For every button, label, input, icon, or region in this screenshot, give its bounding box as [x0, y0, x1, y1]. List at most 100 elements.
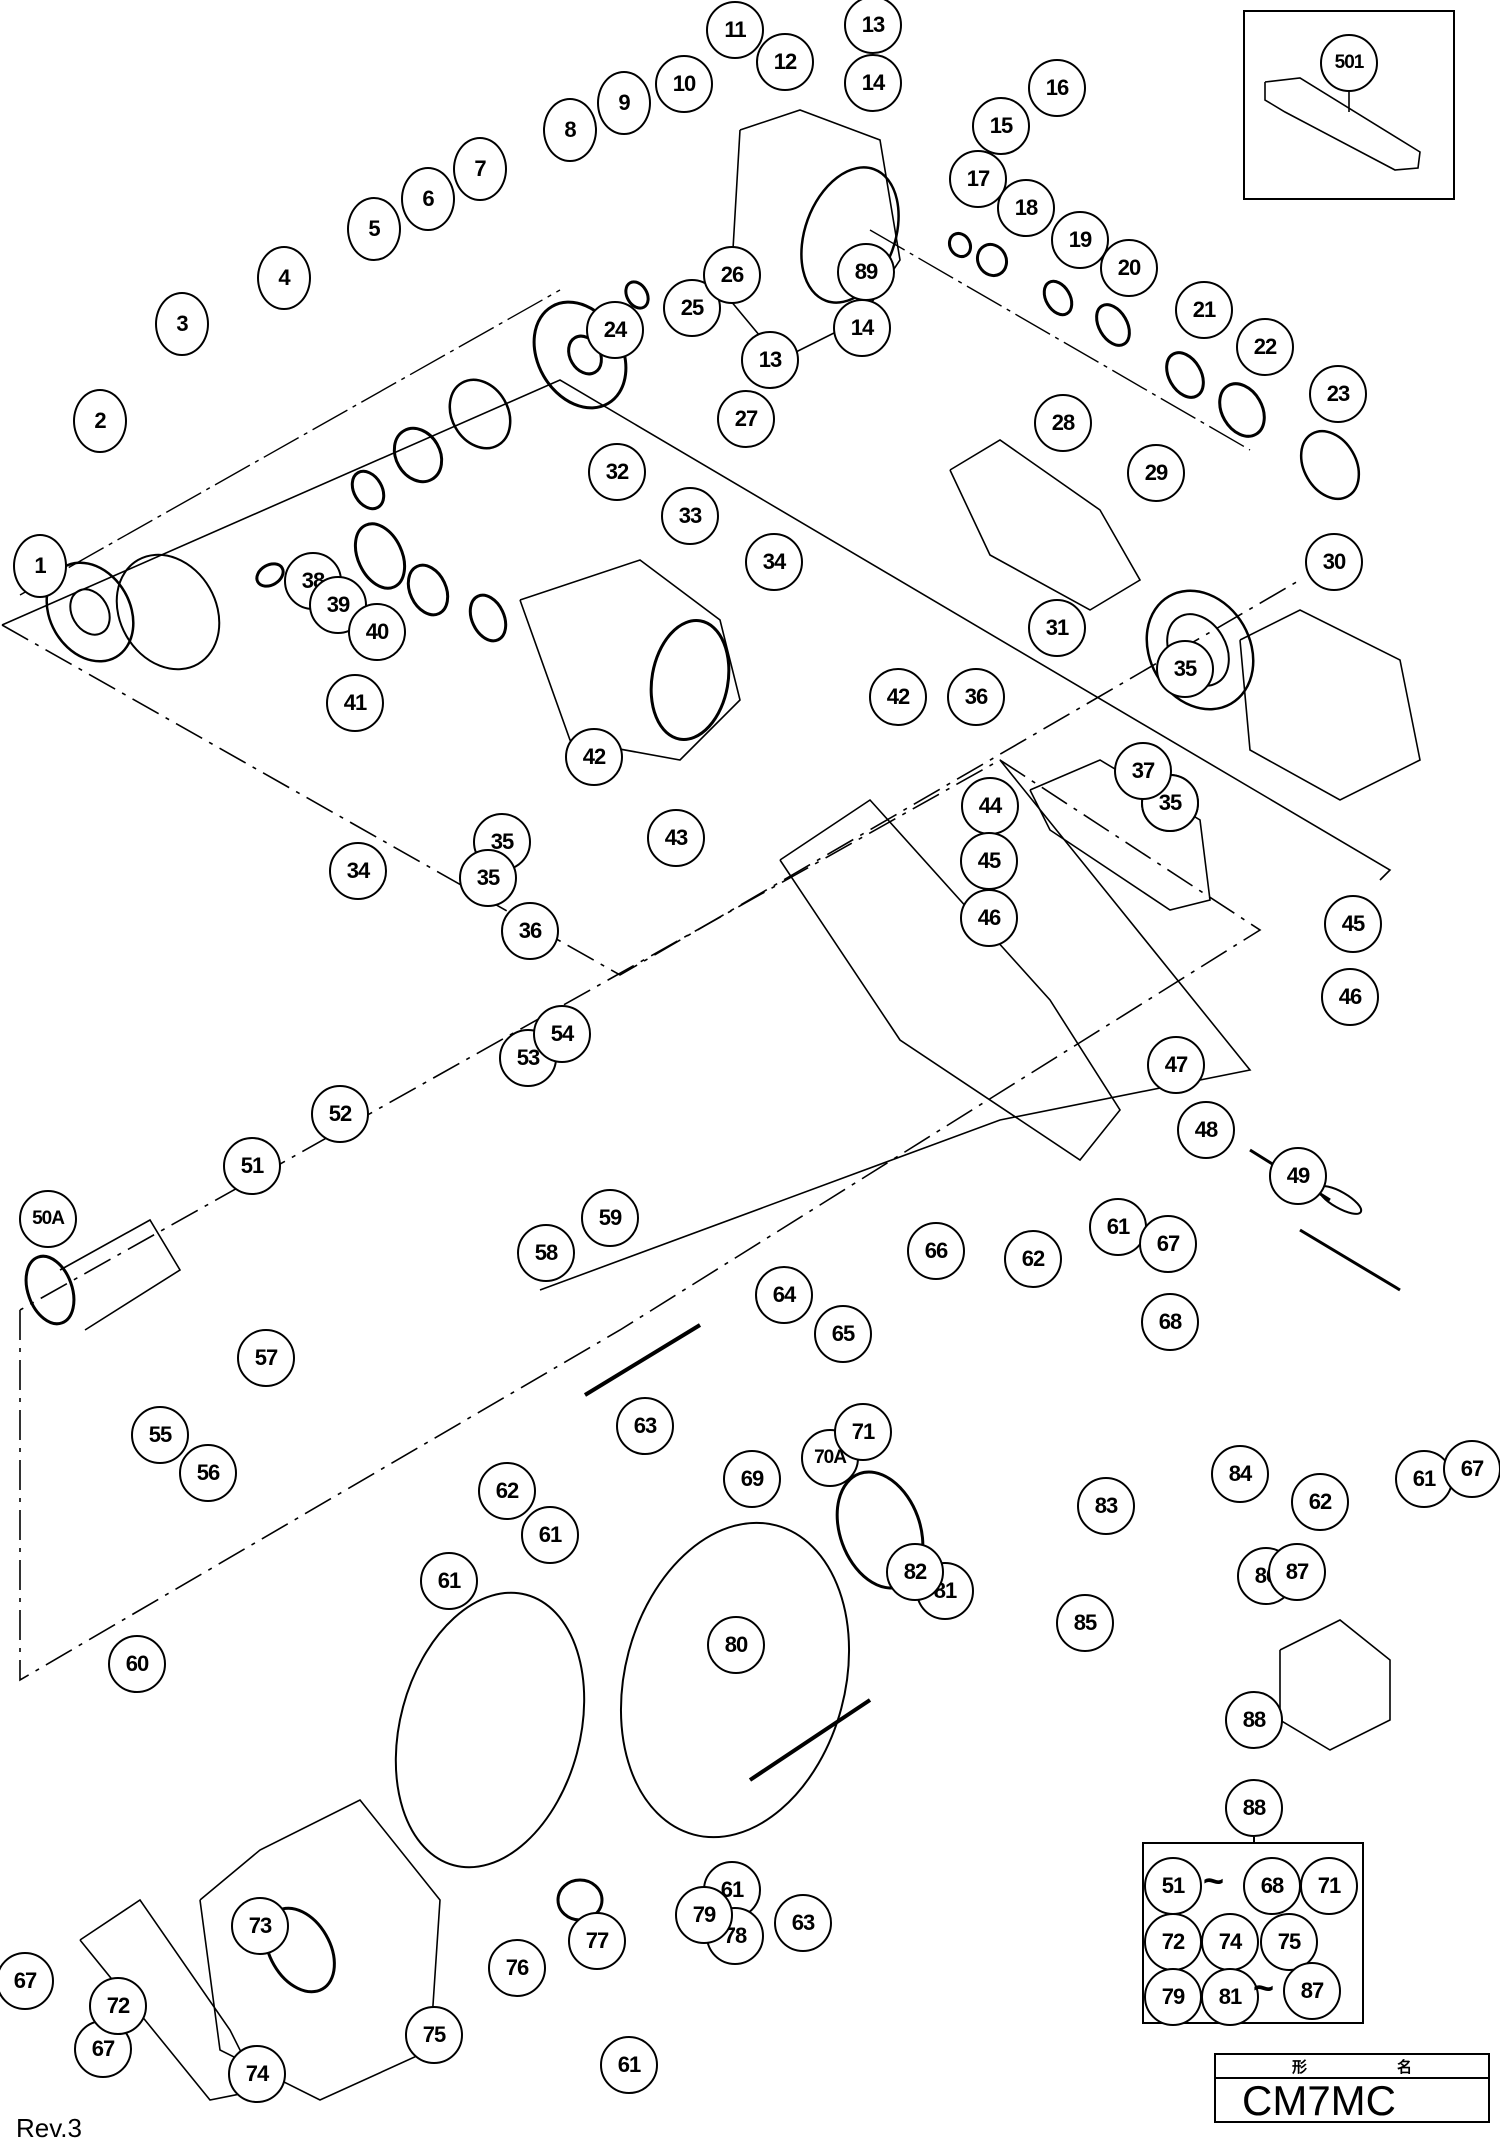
- revision-label: Rev.3: [16, 2113, 82, 2143]
- part-callout: 61: [521, 1506, 579, 1564]
- part-callout: 41: [326, 674, 384, 732]
- part-callout: 83: [1077, 1477, 1135, 1535]
- part-callout: 80: [707, 1616, 765, 1674]
- part-callout: 6: [401, 167, 455, 231]
- part-callout: 45: [1324, 895, 1382, 953]
- kit-part-callout: 79: [1144, 1968, 1202, 2026]
- part-callout: 23: [1309, 365, 1367, 423]
- part-callout: 35: [1156, 640, 1214, 698]
- part-callout: 36: [947, 668, 1005, 726]
- part-callout: 5: [347, 197, 401, 261]
- baffle-shape: [1299, 429, 1361, 501]
- part-callout: 34: [329, 842, 387, 900]
- part-callout: 2: [73, 389, 127, 453]
- part-callout: 58: [517, 1224, 575, 1282]
- part-callout: 56: [179, 1444, 237, 1502]
- kit-part-callout: 81: [1201, 1968, 1259, 2026]
- part-callout: 9: [597, 71, 651, 135]
- part-callout: 74: [228, 2045, 286, 2103]
- part-callout: 36: [501, 902, 559, 960]
- range-tilde: ~: [1203, 1860, 1225, 1901]
- part-callout: 45: [960, 832, 1018, 890]
- handle-cover-shape: [1029, 759, 1211, 911]
- part-callout: 13: [844, 0, 902, 54]
- leader-line: [748, 1698, 872, 1782]
- part-callout: 67: [1139, 1215, 1197, 1273]
- part-callout: 13: [741, 331, 799, 389]
- washer-shape: [1042, 279, 1074, 317]
- part-callout: 52: [311, 1085, 369, 1143]
- part-callout: 60: [108, 1635, 166, 1693]
- part-callout: 18: [997, 179, 1055, 237]
- leader-line: [583, 1323, 702, 1397]
- group-outline: [1, 579, 1301, 976]
- part-callout: 44: [961, 777, 1019, 835]
- part-callout: 48: [1177, 1101, 1235, 1159]
- part-callout: 46: [960, 889, 1018, 947]
- part-callout: 27: [717, 390, 775, 448]
- part-callout: 71: [834, 1403, 892, 1461]
- part-callout: 31: [1028, 599, 1086, 657]
- kit-part-callout: 71: [1300, 1857, 1358, 1915]
- part-callout: 14: [833, 299, 891, 357]
- part-callout: 67: [0, 1952, 54, 2010]
- part-callout: 10: [655, 55, 713, 113]
- part-callout: 68: [1141, 1293, 1199, 1351]
- part-callout: 84: [1211, 1445, 1269, 1503]
- part-callout: 29: [1127, 444, 1185, 502]
- bearing-shape: [353, 522, 407, 590]
- rubber-ring-shape: [1218, 382, 1266, 438]
- leader-line: [19, 289, 561, 596]
- part-callout: 54: [533, 1005, 591, 1063]
- blade-outline: [619, 1521, 851, 1839]
- part-callout: 79: [675, 1886, 733, 1944]
- part-callout: 67: [1443, 1440, 1500, 1498]
- part-callout: 73: [231, 1897, 289, 1955]
- gasket-shape: [115, 553, 221, 671]
- part-callout: 76: [488, 1939, 546, 1997]
- part-callout: 66: [907, 1222, 965, 1280]
- blade-outline: [394, 1591, 586, 1869]
- pinion-shape: [975, 242, 1009, 278]
- part-callout: 16: [1028, 59, 1086, 117]
- part-callout: 85: [1056, 1594, 1114, 1652]
- lower-group-outline: [19, 759, 1262, 1682]
- part-callout: 28: [1034, 394, 1092, 452]
- part-callout: 19: [1051, 211, 1109, 269]
- part-callout: 47: [1147, 1036, 1205, 1094]
- kit-box: [1142, 1842, 1364, 2024]
- part-callout: 59: [581, 1189, 639, 1247]
- part-callout: 55: [131, 1406, 189, 1464]
- gear-cover-bore: [69, 588, 111, 636]
- accessory-box: [1243, 10, 1455, 200]
- part-callout: 62: [478, 1462, 536, 1520]
- dust-nozzle-shape: [1279, 1619, 1391, 1751]
- group-outline: [1, 379, 1392, 881]
- part-callout: 50A: [19, 1190, 77, 1248]
- part-callout: 12: [756, 33, 814, 91]
- leader-line: [1299, 1228, 1401, 1292]
- part-callout: 1: [13, 534, 67, 598]
- range-tilde: ~: [1253, 1967, 1275, 2008]
- gear-case-flange: [800, 166, 900, 304]
- part-callout: 87: [1268, 1543, 1326, 1601]
- kit-part-callout: 75: [1260, 1913, 1318, 1971]
- part-callout: 42: [869, 668, 927, 726]
- stator-shape: [1239, 609, 1421, 801]
- part-callout: 61: [420, 1552, 478, 1610]
- part-callout: 14: [844, 54, 902, 112]
- part-callout: 65: [814, 1305, 872, 1363]
- grip-shape: [59, 1218, 182, 1331]
- kit-callout: 88: [1225, 1779, 1283, 1837]
- part-callout: 22: [1236, 318, 1294, 376]
- retaining-ring-shape: [624, 280, 650, 310]
- part-callout: 49: [1269, 1147, 1327, 1205]
- part-callout: 4: [257, 246, 311, 310]
- model-header-left: 形: [1291, 2058, 1307, 2076]
- part-callout: 88: [1225, 1691, 1283, 1749]
- part-callout: 15: [972, 97, 1030, 155]
- part-callout: 57: [237, 1329, 295, 1387]
- bearing-shape: [392, 426, 444, 484]
